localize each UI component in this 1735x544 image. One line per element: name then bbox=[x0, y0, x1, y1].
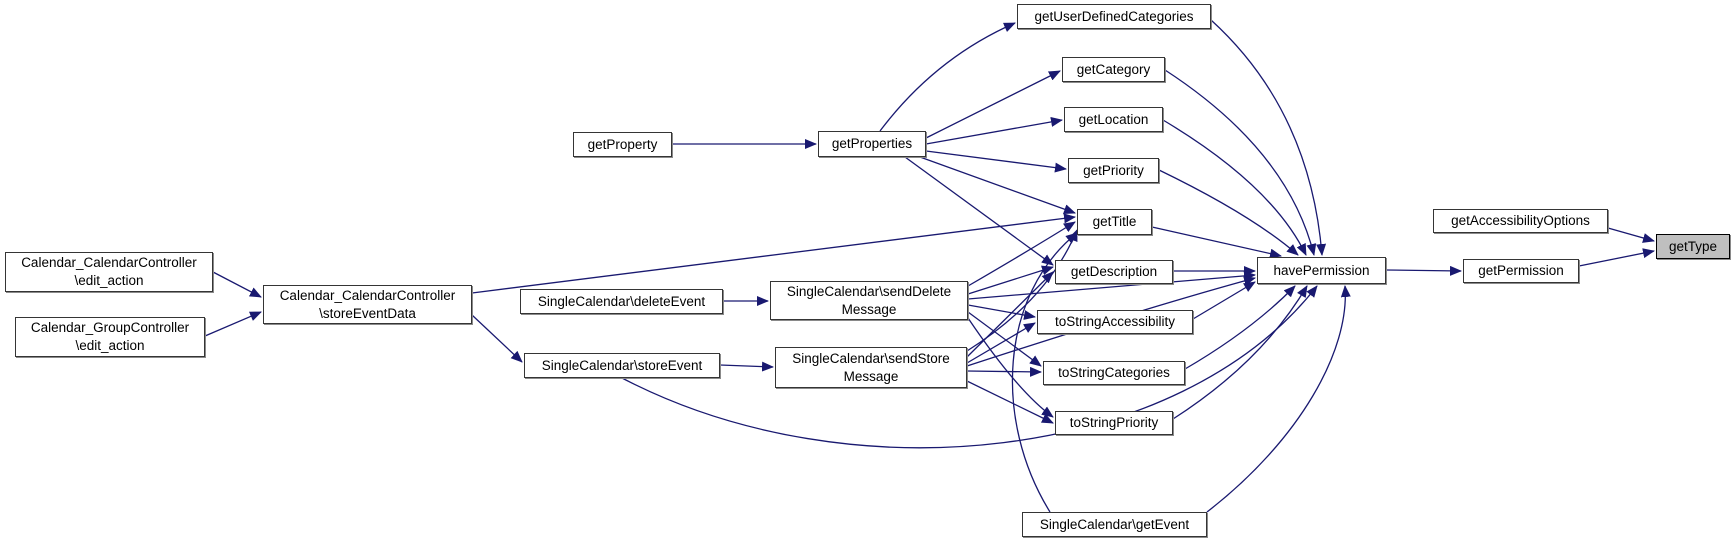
edge-get-event-to-get-title bbox=[1011, 232, 1078, 513]
node-label: getTitle bbox=[1092, 214, 1137, 229]
node-label: Message bbox=[841, 301, 897, 317]
node-label: getUserDefinedCategories bbox=[1034, 8, 1194, 24]
node-to-string-accessibility[interactable]: toStringAccessibility bbox=[1037, 310, 1193, 334]
edge-get-properties-to-get-location bbox=[925, 116, 1063, 145]
node-label: getPermission bbox=[1478, 263, 1564, 278]
edge-to-string-priority-to-have-permission bbox=[1172, 285, 1308, 420]
edge-send-store-message-to-to-string-priority bbox=[966, 380, 1054, 424]
node-label: getType bbox=[1668, 238, 1718, 254]
edge-have-permission-to-get-permission bbox=[1385, 265, 1462, 276]
node-label: SingleCalendar\storeEvent bbox=[541, 357, 703, 373]
node-label: getDescription bbox=[1070, 264, 1158, 279]
node-label: Calendar_CalendarController bbox=[279, 287, 456, 303]
edge-store-event-data-to-get-title bbox=[471, 213, 1076, 294]
node-label: getAccessibilityOptions bbox=[1451, 213, 1590, 228]
node-store-event[interactable]: SingleCalendar\storeEvent bbox=[524, 353, 720, 378]
node-label: \edit_action bbox=[74, 273, 144, 288]
edge-store-event-to-have-permission bbox=[621, 285, 1318, 449]
node-get-category[interactable]: getCategory bbox=[1062, 57, 1165, 82]
edge-get-user-defined-categories-to-have-permission bbox=[1210, 19, 1327, 256]
node-get-user-defined-categories[interactable]: getUserDefinedCategories bbox=[1017, 4, 1211, 29]
node-label: havePermission bbox=[1273, 262, 1370, 278]
node-label: toStringPriority bbox=[1069, 415, 1159, 430]
edge-get-accessibility-options-to-get-type bbox=[1607, 227, 1655, 243]
edge-get-category-to-have-permission bbox=[1164, 69, 1317, 256]
node-store-event-data[interactable]: Calendar_CalendarController \storeEventDa… bbox=[263, 285, 472, 324]
node-label: toStringAccessibility bbox=[1054, 314, 1176, 329]
edge-send-delete-message-to-to-string-categories bbox=[967, 311, 1042, 367]
node-have-permission[interactable]: havePermission bbox=[1257, 257, 1386, 284]
node-label: toStringCategories bbox=[1058, 365, 1170, 380]
node-label: \storeEventData bbox=[319, 305, 416, 321]
node-get-properties[interactable]: getProperties bbox=[818, 131, 926, 157]
node-label: SingleCalendar\deleteEvent bbox=[537, 293, 706, 309]
node-to-string-priority[interactable]: toStringPriority bbox=[1055, 411, 1173, 435]
node-label: SingleCalendar\sendDelete bbox=[786, 283, 952, 299]
node-label: Calendar_CalendarController bbox=[21, 255, 197, 270]
edge-calendar-controller-edit-action-to-store-event-data bbox=[212, 271, 262, 298]
node-label: \edit_action bbox=[75, 338, 145, 353]
node-get-priority[interactable]: getPriority bbox=[1068, 158, 1159, 183]
node-get-permission[interactable]: getPermission bbox=[1463, 259, 1579, 283]
edge-to-string-categories-to-have-permission bbox=[1184, 285, 1296, 370]
edge-send-store-message-to-to-string-categories bbox=[966, 366, 1042, 377]
node-label: getProperties bbox=[831, 136, 913, 151]
edge-send-delete-message-to-have-permission bbox=[967, 270, 1256, 300]
edge-store-event-to-send-store-message bbox=[719, 361, 774, 372]
edge-get-properties-to-get-title bbox=[919, 156, 1076, 214]
edge-to-string-accessibility-to-have-permission bbox=[1192, 281, 1256, 320]
node-label: SingleCalendar\sendStore bbox=[792, 350, 950, 366]
node-get-title[interactable]: getTitle bbox=[1077, 209, 1152, 235]
node-get-event[interactable]: SingleCalendar\getEvent bbox=[1022, 512, 1207, 537]
edge-get-properties-to-get-category bbox=[925, 70, 1061, 139]
edge-store-event-data-to-store-event bbox=[471, 314, 523, 363]
edge-group-controller-edit-action-to-store-event-data bbox=[204, 311, 262, 337]
edge-get-properties-to-get-priority bbox=[925, 150, 1067, 173]
node-calendar-controller-edit-action[interactable]: Calendar_CalendarController \edit_action bbox=[5, 252, 213, 292]
edge-send-store-message-to-get-description bbox=[966, 271, 1054, 358]
node-label: Message bbox=[843, 368, 899, 384]
edge-get-priority-to-have-permission bbox=[1158, 169, 1299, 256]
node-label: getProperty bbox=[587, 136, 658, 152]
edge-get-title-to-have-permission bbox=[1151, 226, 1282, 259]
node-get-accessibility-options[interactable]: getAccessibilityOptions bbox=[1433, 209, 1608, 233]
edge-send-store-message-to-to-string-accessibility bbox=[966, 322, 1036, 364]
edge-get-properties-to-get-description bbox=[904, 156, 1054, 266]
node-group-controller-edit-action[interactable]: Calendar_GroupController \edit_action bbox=[15, 317, 205, 357]
node-label: getPriority bbox=[1083, 162, 1144, 178]
node-get-location[interactable]: getLocation bbox=[1064, 107, 1163, 132]
edge-get-event-to-have-permission bbox=[1206, 285, 1351, 513]
edge-send-delete-message-to-get-title bbox=[967, 221, 1076, 287]
edge-send-delete-message-to-get-description bbox=[967, 265, 1054, 295]
node-label: Calendar_GroupController bbox=[30, 320, 190, 335]
node-label: SingleCalendar\getEvent bbox=[1039, 516, 1190, 532]
node-get-description[interactable]: getDescription bbox=[1055, 260, 1173, 284]
node-get-type: getType bbox=[1656, 234, 1730, 259]
node-delete-event[interactable]: SingleCalendar\deleteEvent bbox=[520, 289, 723, 314]
edge-get-properties-to-get-user-defined-categories bbox=[879, 22, 1016, 132]
edge-get-permission-to-get-type bbox=[1578, 248, 1655, 267]
node-label: getCategory bbox=[1076, 61, 1151, 77]
edge-send-delete-message-to-to-string-priority bbox=[967, 317, 1054, 418]
edge-send-delete-message-to-to-string-accessibility bbox=[967, 304, 1036, 320]
edge-get-location-to-have-permission bbox=[1162, 119, 1307, 256]
node-get-property[interactable]: getProperty bbox=[573, 132, 672, 157]
node-to-string-categories[interactable]: toStringCategories bbox=[1043, 361, 1185, 385]
node-label: getLocation bbox=[1078, 111, 1149, 127]
